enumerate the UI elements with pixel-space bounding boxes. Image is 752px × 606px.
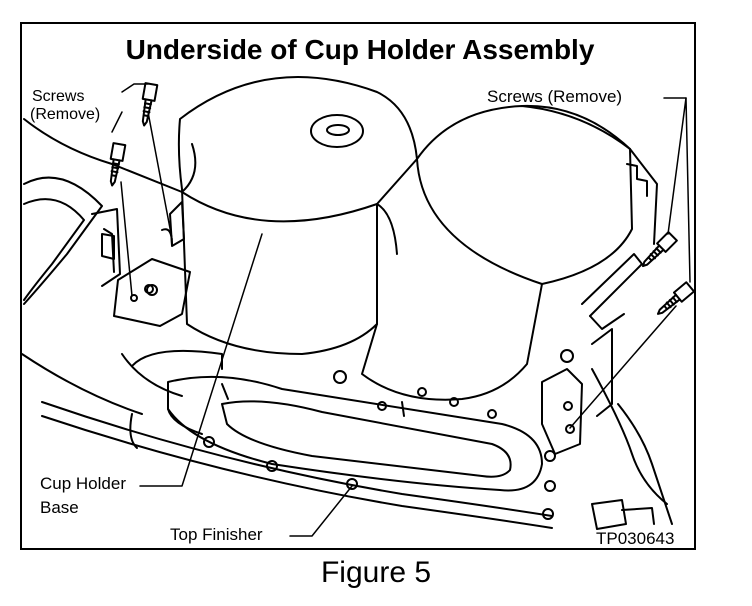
screw-left-upper (141, 82, 159, 127)
left-bracket-hole (130, 294, 138, 302)
leader-top-finisher (289, 485, 353, 537)
panel-holes (146, 284, 556, 520)
left-cup-cylinder (177, 76, 418, 355)
leader-screw-left-lower (120, 181, 133, 297)
label-screws-left-remove: (Remove) (30, 106, 101, 123)
screw-right-upper (641, 231, 678, 268)
left-mounting-bracket (113, 258, 191, 327)
right-cup-cylinder (361, 105, 633, 401)
channel-rib-1 (221, 383, 229, 400)
figure-frame: Underside of Cup Holder Assembly Screws … (20, 22, 696, 550)
cup-top-boss-inner (326, 124, 350, 136)
left-cup-top-rim (181, 191, 378, 223)
right-track-lower (589, 313, 625, 330)
right-bracket-hole (563, 401, 573, 411)
panel-hole (333, 370, 347, 384)
bottom-right-bracket-tab (621, 507, 655, 525)
label-cup-holder: Cup Holder (40, 474, 126, 493)
panel-hole (266, 460, 278, 472)
right-cup-notch (626, 163, 648, 197)
finisher-left-curve (121, 353, 183, 397)
leader-cup-holder-base (139, 233, 263, 487)
right-cup-upper-rim (521, 104, 631, 150)
left-slot (101, 233, 115, 260)
right-track (581, 253, 643, 317)
label-cup-holder-base: Base (40, 498, 79, 517)
left-rib (91, 208, 121, 287)
top-finisher-panel-edge (41, 415, 553, 529)
trim-surround-left-arm-inner (23, 198, 85, 301)
panel-hole (417, 387, 427, 397)
panel-hole (346, 478, 358, 490)
panel-hole (449, 397, 459, 407)
finisher-lower-panel (22, 353, 143, 415)
panel-hole (377, 401, 387, 411)
lower-recess-2 (129, 413, 138, 449)
panel-hole (544, 450, 556, 462)
lower-channel-inner (221, 400, 512, 478)
leader-screw-right-lower-to-bracket (569, 305, 677, 429)
cup-top-boss (310, 114, 364, 148)
channel-rib-2 (401, 401, 405, 417)
lower-channel-lip (167, 408, 203, 435)
right-side-clip (560, 349, 574, 363)
label-screws-right: Screws (Remove) (487, 87, 623, 106)
leader-screws-left-2 (111, 111, 123, 133)
panel-hole (146, 284, 158, 296)
leader-screws-right-2 (685, 97, 691, 283)
lower-recess (131, 349, 223, 370)
cup-holder-illustration (22, 76, 694, 537)
panel-hole (487, 409, 497, 419)
right-cup-top-rim (416, 158, 543, 285)
panel-hole (203, 436, 215, 448)
panel-hole (542, 508, 554, 520)
leader-screw-left-upper (147, 111, 173, 240)
label-screws-left: Screws (32, 88, 85, 105)
bottom-right-bracket (591, 499, 627, 530)
right-frame-edge (591, 368, 668, 505)
drawing-code: TP030643 (596, 529, 675, 548)
trim-surround (23, 118, 197, 193)
leader-screws-left (121, 83, 149, 93)
right-bracket-hole-2 (565, 424, 575, 434)
leader-screws-right (663, 97, 687, 235)
screw-right-lower (656, 281, 694, 315)
left-cup-inner-edge (376, 203, 398, 255)
right-mounting-bracket (541, 368, 583, 455)
trim-surround-left-arm (23, 176, 103, 305)
right-outer-edge (617, 403, 673, 525)
figure-caption: Figure 5 (320, 556, 432, 589)
right-rib (591, 328, 613, 417)
screw-left-lower (109, 142, 127, 187)
center-post-2 (161, 228, 173, 245)
label-top-finisher: Top Finisher (170, 525, 263, 544)
figure-title: Underside of Cup Holder Assembly (125, 34, 595, 65)
right-cup-back-edge (629, 148, 658, 245)
panel-hole (544, 480, 556, 492)
lower-channel-outer (167, 375, 543, 492)
